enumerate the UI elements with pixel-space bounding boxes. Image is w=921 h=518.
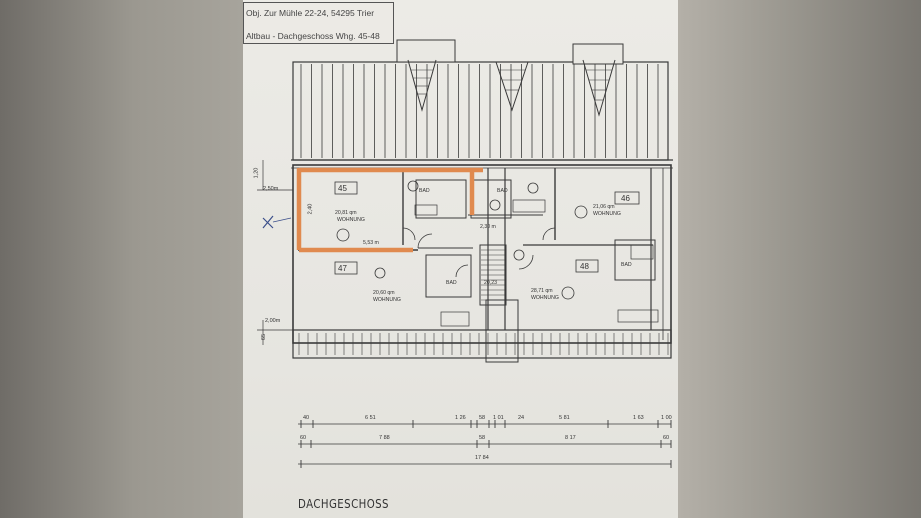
room-number-48: 48	[580, 262, 589, 271]
room-type-45: WOHNUNG	[337, 217, 365, 223]
dim-r1-6: 1 63	[633, 415, 644, 421]
roof-rafters	[292, 61, 669, 161]
dim-r2-0: 60	[300, 435, 307, 441]
dim-r1-0: 6 51	[365, 415, 376, 421]
room-area-46: 21,06 qm	[593, 204, 615, 210]
highlighted-walls	[296, 167, 483, 253]
dim-r2-3: 8 17	[565, 435, 576, 441]
dim-r1-7: 1 00	[661, 415, 672, 421]
dim-stair: 20,23	[484, 280, 497, 286]
room-area-47: 20,60 qm	[373, 290, 395, 296]
dim-r2-2: 58	[479, 435, 486, 441]
dim-top: 1,20	[253, 167, 260, 179]
dim-r1-1: 1 26	[455, 415, 466, 421]
title-block: Obj. Zur Mühle 22-24, 54295 Trier Altbau…	[243, 2, 394, 44]
background-left	[0, 0, 243, 518]
dim-r1-3: 1 01	[493, 415, 504, 421]
room-area-45: 20,81 qm	[335, 210, 357, 216]
dim-r1-4: 24	[518, 415, 525, 421]
dim-mid: 5,53 m	[363, 240, 379, 246]
dim-inner: 2,40	[307, 203, 314, 215]
bath-label-3: BAD	[446, 280, 457, 286]
room-type-47: WOHNUNG	[373, 297, 401, 303]
dim-r3-0: 17 84	[475, 455, 489, 461]
bath-label-4: BAD	[621, 262, 632, 268]
background-right	[678, 0, 921, 518]
room-type-46: WOHNUNG	[593, 211, 621, 217]
bath-label-2: BAD	[497, 188, 508, 194]
dim-r1-5: 5 81	[559, 415, 570, 421]
dim-corridor: 2,30 m	[480, 224, 496, 230]
room-area-48: 28,71 qm	[531, 288, 553, 294]
drawing-title: DACHGESCHOSS	[298, 497, 389, 511]
floor-plan-drawing	[257, 39, 673, 468]
dim-eave-left: 2,50m	[263, 186, 279, 192]
dim-r1-a: 40	[303, 415, 310, 421]
object-address: Obj. Zur Mühle 22-24, 54295 Trier	[246, 8, 375, 18]
room-number-47: 47	[338, 264, 347, 273]
dim-left-low: 65	[261, 333, 268, 341]
bath-label-1: BAD	[419, 188, 430, 194]
dim-eave-bottom: 2,00m	[265, 318, 281, 324]
room-number-46: 46	[621, 194, 630, 203]
floor-plan-paper: Obj. Zur Mühle 22-24, 54295 Trier Altbau…	[243, 0, 678, 518]
dim-r2-1: 7 88	[379, 435, 390, 441]
room-type-48: WOHNUNG	[531, 295, 559, 301]
dim-r1-2: 58	[479, 415, 486, 421]
dim-r2-4: 60	[663, 435, 670, 441]
room-number-45: 45	[338, 184, 347, 193]
floor-section: Altbau - Dachgeschoss Whg. 45-48	[246, 31, 380, 41]
